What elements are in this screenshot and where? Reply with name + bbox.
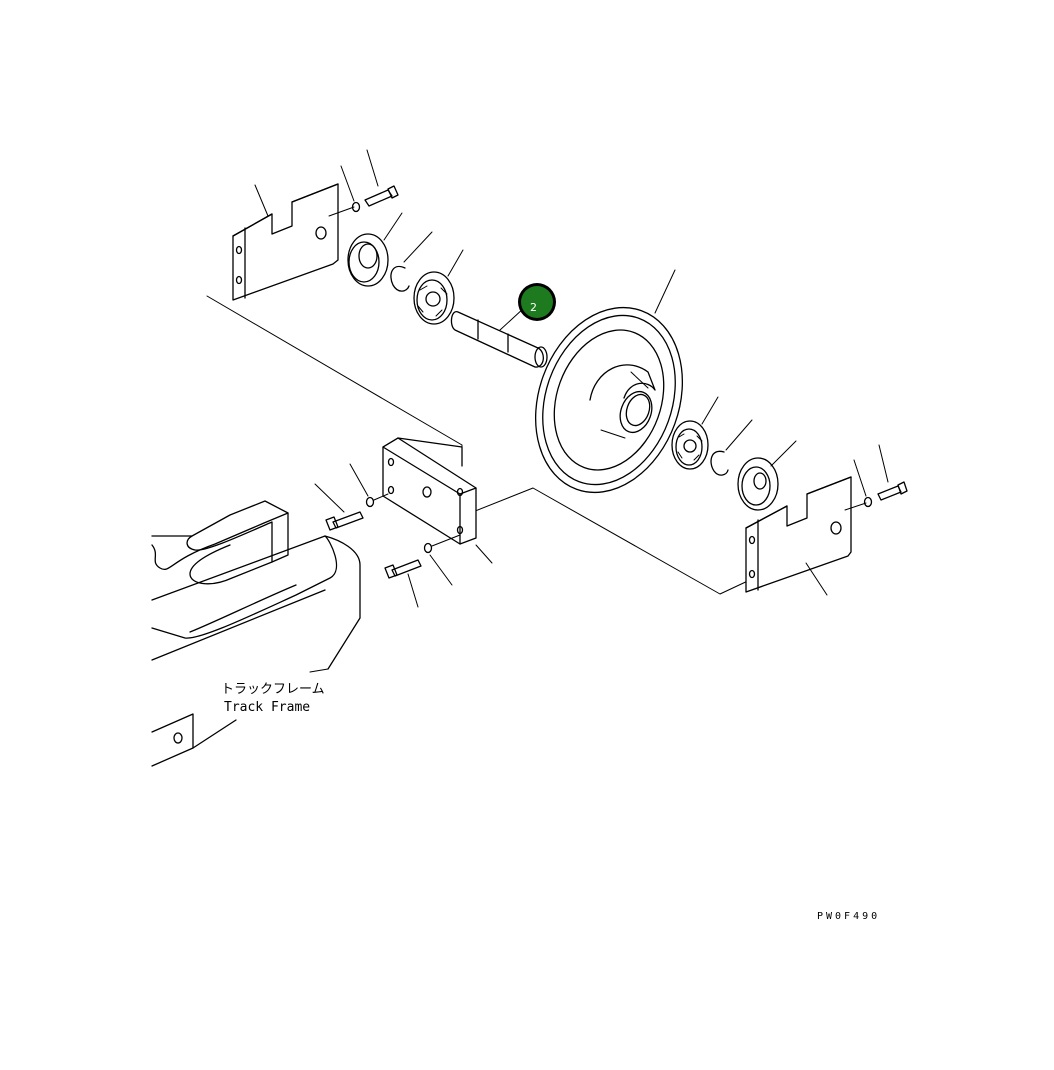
washer-top-left: [328, 165, 361, 217]
idler-wheel: [534, 269, 684, 494]
bolt-top-left: [364, 149, 399, 207]
seal-collar-right: [737, 440, 797, 511]
callout-number: 2: [530, 301, 537, 314]
right-support-bracket: [745, 476, 852, 596]
idler-shaft: [450, 307, 548, 368]
part-callout-2[interactable]: 2: [518, 283, 556, 321]
callout-fill: [521, 286, 553, 318]
track-frame-label-en: Track Frame: [224, 700, 310, 715]
track-frame: [151, 500, 361, 767]
bolt-top-right: [877, 444, 908, 501]
seal-collar-left: [347, 212, 403, 287]
bolt-left-upper: [314, 463, 389, 531]
snap-ring-right: [710, 419, 753, 476]
drawing-code: PW0F490: [817, 911, 880, 922]
snap-ring-left: [390, 231, 433, 292]
track-frame-label-jp: トラックフレーム: [221, 682, 325, 697]
bearing-left: [413, 249, 464, 325]
left-support-bracket: [232, 183, 339, 301]
bolt-left-lower: [384, 534, 461, 608]
washer-top-right: [844, 459, 873, 511]
track-frame-label: トラックフレーム Track Frame: [221, 682, 325, 715]
bearing-right: [671, 396, 719, 470]
